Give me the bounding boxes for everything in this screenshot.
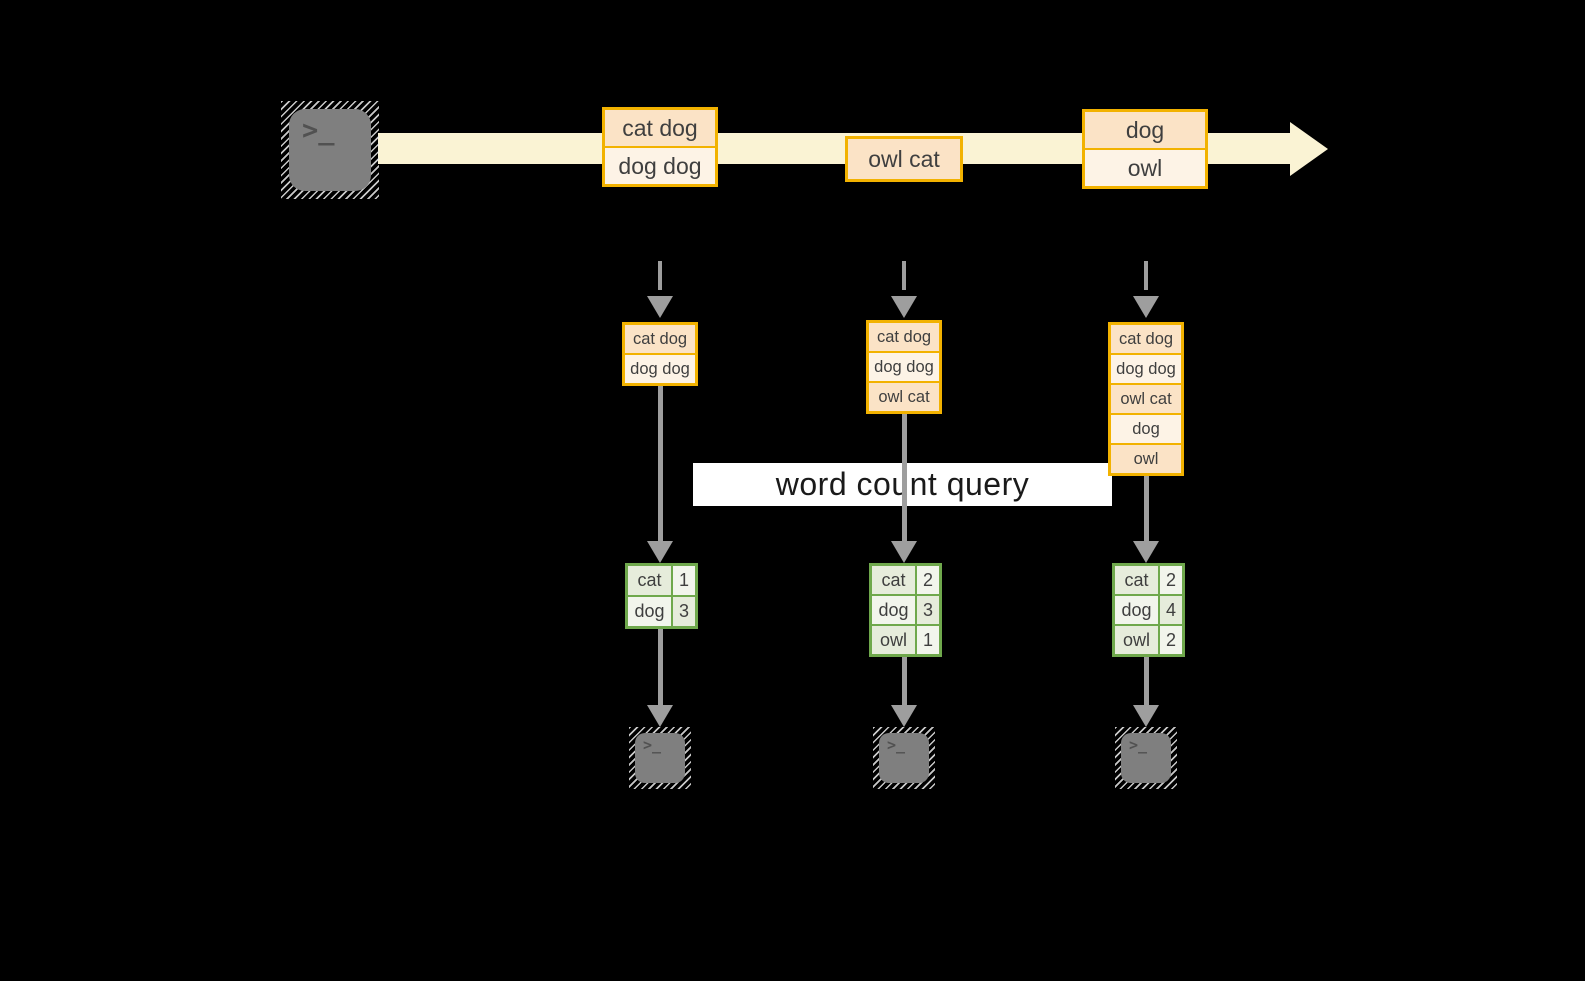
state-row: dog (1111, 415, 1181, 443)
result-table: cat 2 dog 3 owl 1 (869, 563, 942, 657)
result-cell-count: 2 (1160, 626, 1182, 654)
state-row: owl cat (1111, 385, 1181, 413)
down-arrow-head (891, 541, 917, 563)
result-cell-count: 3 (673, 597, 695, 626)
down-arrow-dashed (902, 261, 906, 290)
down-arrow (658, 384, 663, 543)
down-arrow-head (647, 705, 673, 727)
down-arrow (1144, 657, 1149, 707)
terminal-icon: >_ (1115, 727, 1177, 789)
state-row: owl (1111, 445, 1181, 473)
result-cell-word: dog (628, 597, 671, 626)
result-cell-word: cat (872, 566, 915, 594)
down-arrow-head (1133, 541, 1159, 563)
terminal-icon: >_ (281, 101, 379, 199)
event-line: cat dog (605, 110, 715, 146)
state-row: cat dog (625, 325, 695, 353)
event-line: dog dog (605, 148, 715, 184)
result-table: cat 1 dog 3 (625, 563, 698, 629)
down-arrow (902, 414, 907, 543)
state-row: cat dog (1111, 325, 1181, 353)
result-cell-count: 2 (917, 566, 939, 594)
state-row: dog dog (625, 355, 695, 383)
result-cell-count: 1 (917, 626, 939, 654)
state-stack: cat dog dog dog owl cat (866, 320, 942, 414)
state-row: dog dog (1111, 355, 1181, 383)
event-line: dog (1085, 112, 1205, 148)
state-stack: cat dog dog dog (622, 322, 698, 386)
result-cell-word: owl (1115, 626, 1158, 654)
state-row: dog dog (869, 353, 939, 381)
state-row: cat dog (869, 323, 939, 351)
event-box: cat dog dog dog (602, 107, 718, 187)
result-cell-word: cat (1115, 566, 1158, 594)
result-cell-count: 3 (917, 596, 939, 624)
down-arrow (902, 657, 907, 707)
state-row: owl cat (869, 383, 939, 411)
result-cell-word: cat (628, 566, 671, 595)
down-arrow-dashed-head (891, 296, 917, 318)
event-box: owl cat (845, 136, 963, 182)
down-arrow-dashed-head (647, 296, 673, 318)
event-line: owl (1085, 150, 1205, 186)
terminal-prompt-glyph: >_ (643, 736, 662, 754)
result-cell-word: dog (1115, 596, 1158, 624)
terminal-prompt-glyph: >_ (1129, 736, 1148, 754)
result-table: cat 2 dog 4 owl 2 (1112, 563, 1185, 657)
event-line: owl cat (848, 139, 960, 179)
terminal-prompt-glyph: >_ (302, 115, 335, 146)
down-arrow-dashed (658, 261, 662, 290)
state-stack: cat dog dog dog owl cat dog owl (1108, 322, 1184, 476)
down-arrow (1144, 476, 1149, 543)
result-cell-count: 2 (1160, 566, 1182, 594)
down-arrow-head (1133, 705, 1159, 727)
down-arrow (658, 629, 663, 707)
result-cell-count: 1 (673, 566, 695, 595)
result-cell-count: 4 (1160, 596, 1182, 624)
result-cell-word: owl (872, 626, 915, 654)
event-box: dog owl (1082, 109, 1208, 189)
terminal-prompt-glyph: >_ (887, 736, 906, 754)
down-arrow-dashed (1144, 261, 1148, 290)
terminal-icon: >_ (629, 727, 691, 789)
result-cell-word: dog (872, 596, 915, 624)
terminal-icon: >_ (873, 727, 935, 789)
down-arrow-dashed-head (1133, 296, 1159, 318)
down-arrow-head (647, 541, 673, 563)
down-arrow-head (891, 705, 917, 727)
stream-arrow-head (1290, 122, 1328, 176)
